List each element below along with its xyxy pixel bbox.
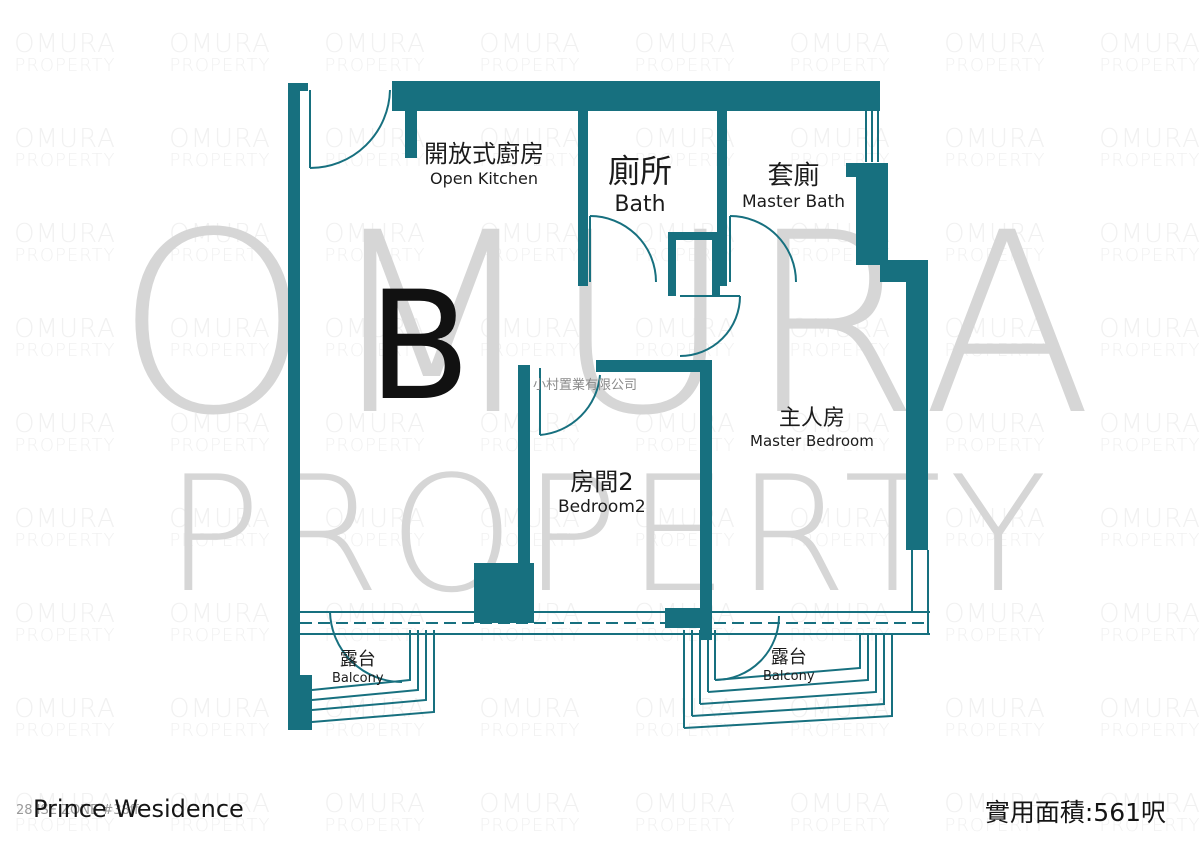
room-bath: 廁所 Bath <box>608 146 672 217</box>
company-watermark: 小村置業有限公司 <box>533 378 638 393</box>
project-name: Prince Wesidence <box>33 795 244 823</box>
balcony-left-label-zh: 露台 <box>339 649 376 670</box>
bedroom2-label-zh: 房間2 <box>570 468 634 496</box>
room-balcony-left: 露台 Balcony <box>332 645 384 686</box>
unit-letter: B <box>368 260 471 434</box>
bedroom2-label-en: Bedroom2 <box>558 497 646 517</box>
room-balcony-right: 露台 Balcony <box>763 643 815 684</box>
room-bedroom2: 房間2 Bedroom2 <box>558 462 646 517</box>
room-master-bedroom: 主人房 Master Bedroom <box>750 400 874 450</box>
walls <box>288 81 928 730</box>
balcony-right-label-en: Balcony <box>763 669 815 684</box>
kitchen-label-en: Open Kitchen <box>430 169 538 188</box>
room-open-kitchen: 開放式廚房 Open Kitchen <box>424 134 544 188</box>
license-text: 28 ISE ZONE #38ff <box>16 803 139 818</box>
balcony-right-label-zh: 露台 <box>770 647 807 668</box>
bath-label-zh: 廁所 <box>608 152 673 190</box>
master-bedroom-label-en: Master Bedroom <box>750 432 874 450</box>
balcony-left-label-en: Balcony <box>332 671 384 686</box>
kitchen-label-zh: 開放式廚房 <box>424 140 544 168</box>
thin-lines <box>300 89 930 729</box>
saleable-area: 實用面積:561呎 <box>984 798 1166 827</box>
master-bedroom-label-zh: 主人房 <box>778 406 845 431</box>
room-master-bath: 套廁 Master Bath <box>742 155 845 212</box>
master-bath-label-en: Master Bath <box>742 192 845 212</box>
bath-label-en: Bath <box>614 192 666 217</box>
master-bath-label-zh: 套廁 <box>767 161 820 191</box>
